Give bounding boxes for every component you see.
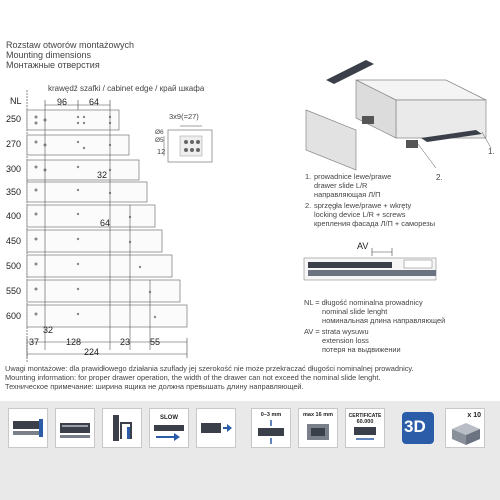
max-label: max 16 mm: [303, 412, 333, 418]
height-adjust-icon: 0–3 mm: [251, 408, 291, 448]
note-en: Mounting information: for proper drawer …: [5, 373, 381, 382]
mounting-profile-icon: [102, 408, 142, 448]
dim-64: 64: [89, 97, 100, 107]
drawer-illustration: [305, 60, 492, 171]
certificate-label: CERTIFICATE: [348, 413, 382, 419]
dim-37: 37: [29, 337, 40, 347]
rail-270: [26, 134, 130, 156]
three-d-label: 3D: [404, 417, 426, 436]
rail-400: [26, 204, 156, 228]
nl-550: 550: [6, 286, 22, 296]
def-av-2: extension loss: [322, 336, 369, 345]
nl-600: 600: [6, 311, 22, 321]
nl-350: 350: [6, 187, 22, 197]
dim-128: 128: [66, 337, 82, 347]
legend-2-ru: крепления фасада Л/П + саморезы: [314, 219, 436, 228]
nl-270: 270: [6, 139, 22, 149]
legend-1-number: 1.: [305, 172, 312, 181]
package-count-icon: x 10: [445, 408, 485, 448]
title-pl: Rozstaw otworów montażowych: [6, 40, 135, 50]
count-label: x 10: [467, 412, 481, 419]
slide-rail-bottom: [421, 130, 482, 142]
def-av-1: AV = strata wysuwu: [304, 327, 369, 336]
def-nl-1: NL = długość nominalna prowadnicy: [304, 298, 423, 307]
nl-axis-label: NL: [10, 96, 22, 106]
slide-rails: [26, 109, 188, 328]
dim-64-inner: 64: [100, 218, 111, 228]
adjust-label: 0–3 mm: [260, 412, 282, 418]
rail-550: [26, 279, 181, 303]
hole-spec: 3x9(=27): [169, 112, 199, 121]
slow-label: SLOW: [160, 415, 178, 421]
legend-1-pl: prowadnice lewe/prawe: [314, 172, 392, 181]
legend-2-pl: sprzęgła lewe/prawe + wkręty: [314, 201, 412, 210]
title-ru: Монтажные отверстия: [6, 60, 100, 70]
rail-500: [26, 254, 173, 278]
rail-300: [26, 159, 140, 181]
nl-450: 450: [6, 236, 22, 246]
bottom-dim-lines: [26, 338, 188, 358]
nl-250: 250: [6, 114, 22, 124]
dim-32-upper: 32: [97, 170, 108, 180]
slide-rail-top: [326, 60, 374, 84]
dim-224: 224: [84, 347, 100, 357]
hole-diameter-5: Ø5: [155, 137, 164, 144]
rail-600: [26, 304, 188, 328]
def-av-3: потеря на выдвижении: [322, 345, 401, 354]
rail-profile-icon: [8, 408, 48, 448]
dim-96: 96: [57, 97, 68, 107]
note-pl: Uwagi montażowe: dla prawidłowego działa…: [5, 364, 414, 373]
mounting-holes: [34, 115, 157, 319]
dim-55: 55: [150, 337, 161, 347]
locking-device-2: [406, 140, 418, 148]
locking-device-1: [362, 116, 374, 124]
nl-400: 400: [6, 211, 22, 221]
extension-loss-diagram: [303, 248, 437, 281]
title-en: Mounting dimensions: [6, 50, 92, 60]
mounting-drawing: [26, 90, 213, 362]
dim-23: 23: [120, 337, 131, 347]
def-nl-3: номинальная длина направляющей: [322, 316, 446, 325]
certificate-icon: CERTIFICATE 60.000: [345, 408, 385, 448]
def-nl-2: nominal slide lenght: [322, 307, 388, 316]
nl-300: 300: [6, 164, 22, 174]
rail-450: [26, 229, 163, 253]
drawer-front: [305, 109, 357, 171]
nl-500: 500: [6, 261, 22, 271]
legend-1-ru: направляющая Л/П: [314, 190, 381, 199]
rail-250: [26, 109, 120, 131]
hole-height: 12: [157, 147, 166, 156]
soft-close-icon: SLOW: [149, 408, 189, 448]
legend-1-en: drawer slide L/R: [314, 181, 368, 190]
hole-detail: [163, 125, 213, 163]
note-ru: Техническое примечание: ширина ящика не …: [5, 382, 304, 391]
3d-adjust-icon: 3D: [398, 408, 438, 448]
callout-1: 1.: [488, 147, 495, 156]
max-thickness-icon: max 16 mm: [298, 408, 338, 448]
cabinet-edge-label: krawędź szafki / cabinet edge / край шка…: [48, 84, 205, 93]
av-label: AV: [357, 241, 369, 251]
certificate-value: 60.000: [356, 419, 374, 425]
legend-2-en: locking device L/R + screws: [314, 210, 406, 219]
rail-side-icon: [55, 408, 95, 448]
hole-diameter-6: Ø6: [155, 129, 164, 136]
dim-32-lower: 32: [43, 325, 54, 335]
legend-2-number: 2.: [305, 201, 312, 210]
rail-350: [26, 181, 148, 203]
push-extension-icon: [196, 408, 236, 448]
callout-2: 2.: [436, 173, 443, 182]
